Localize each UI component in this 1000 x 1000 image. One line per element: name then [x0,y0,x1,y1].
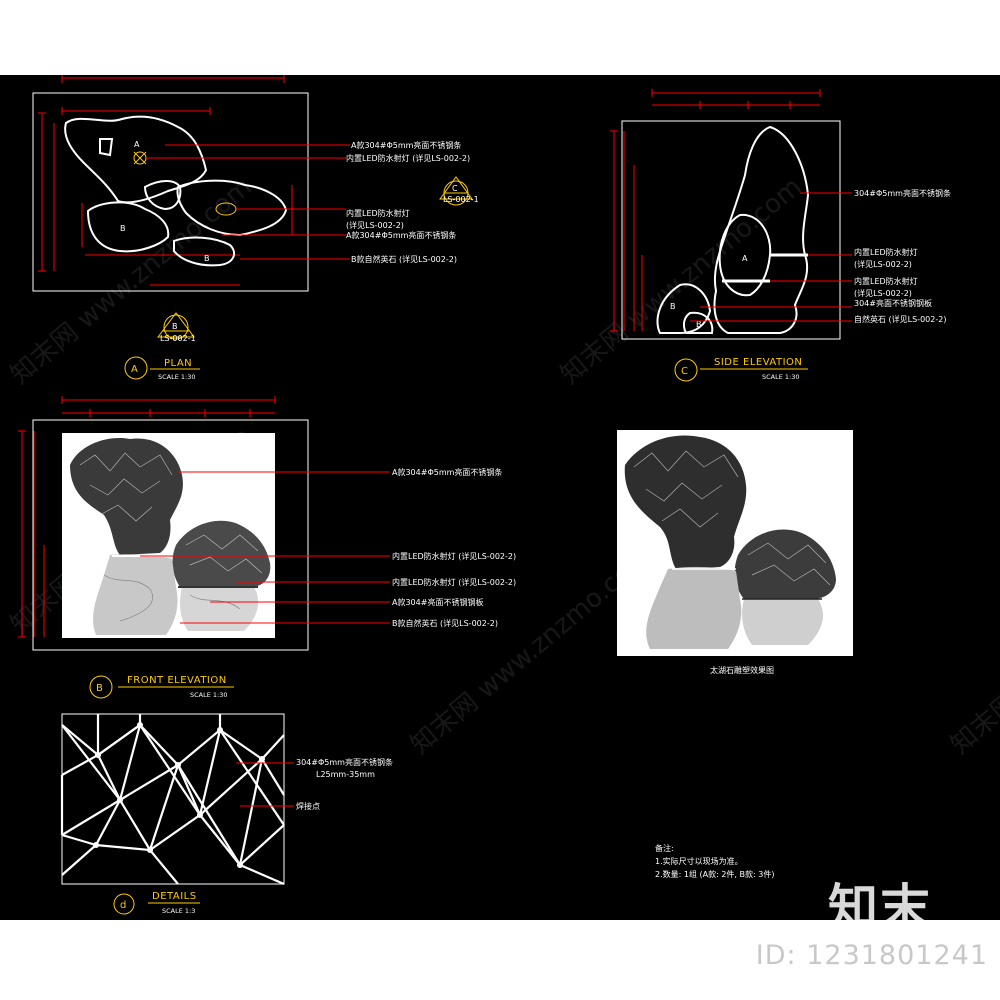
cad-drawing-sheet: 知末网 www.znzmo.com 知末网 www.znzmo.com 知末网 … [0,75,1000,920]
front-callout-1: A款304#Φ5mm亮面不锈钢条 [392,467,502,477]
plan-section-mark-b: B LS-002-1 [157,312,196,343]
side-rock-label-b1: B [670,302,676,311]
details-callouts: 304#Φ5mm亮面不锈钢条 L25mm-35mm 焊接点 [296,757,393,811]
render-rock-tall [624,435,747,569]
details-callout-1: 304#Φ5mm亮面不锈钢条 [296,757,393,767]
page-footer [0,920,1000,1000]
plan-dimensions [38,75,293,286]
render-caption: 太湖石雕塑效果图 [710,665,774,675]
render-rock-wide [734,529,836,599]
plan-title: PLAN [164,358,192,369]
sculpture-render: 太湖石雕塑效果图 [617,430,853,675]
plan-scale: SCALE 1:30 [158,373,196,381]
details-title: DETAILS [152,891,197,902]
side-callout-1: 304#Φ5mm亮面不锈钢条 [854,188,951,198]
plan-title-block: A PLAN SCALE 1:30 [124,356,200,381]
details-marker: d [120,900,127,911]
plan-callout-6: B款自然英石 (详见LS-002-2) [351,254,457,264]
side-rock-label-a: A [742,254,748,263]
plan-callout-1: A款304#Φ5mm亮面不锈钢条 [351,140,461,150]
notes-heading: 备注: [655,843,674,853]
plan-callout-4: (详见LS-002-2) [346,220,404,230]
render-rock-base-right [742,599,823,645]
side-rock-label-b2: B [696,320,702,329]
side-callout-7: 自然英石 (详见LS-002-2) [854,314,946,324]
side-rock-outlines [656,125,810,334]
side-marker: C [681,366,688,377]
side-callout-5: (详见LS-002-2) [854,288,912,298]
plan-rock-outlines [64,115,288,267]
side-frame [621,120,841,340]
plan-leaders [146,144,350,260]
details-frame [61,713,285,885]
front-leaders [140,471,390,624]
details-callout-2: L25mm-35mm [316,770,375,779]
notes-line-2: 2.数量: 1组 (A款: 2件, B款: 3件) [655,869,774,879]
side-leaders [690,192,852,322]
plan-callout-2: 内置LED防水射灯 (详见LS-002-2) [346,153,470,163]
details-weld-points [93,722,265,868]
plan-frame [32,92,309,292]
front-elevation-view: A款304#Φ5mm亮面不锈钢条 内置LED防水射灯 (详见LS-002-2) … [18,396,516,699]
front-marker: B [96,683,103,694]
details-view: 304#Φ5mm亮面不锈钢条 L25mm-35mm 焊接点 d DETAILS … [60,713,393,915]
plan-rock-label-a: A [134,140,140,149]
image-id-label: ID: 1231801241 [755,940,988,971]
front-frame [32,419,309,651]
front-callout-3: 内置LED防水射灯 (详见LS-002-2) [392,577,516,587]
details-title-block: d DETAILS SCALE 1:3 [113,891,200,915]
side-title-block: C SIDE ELEVATION SCALE 1:30 [674,357,808,382]
front-scale: SCALE 1:30 [190,691,228,699]
front-callout-4: A款304#亮面不锈钢钢板 [392,597,483,607]
watermark-brand: 知末 [828,878,932,937]
plan-rock-label-b1: B [120,224,126,233]
render-rock-base-left [646,566,742,649]
side-callout-4: 内置LED防水射灯 [854,276,918,286]
render-rock-texture [633,450,831,586]
front-rock-texture [70,438,271,635]
side-title: SIDE ELEVATION [714,357,802,368]
plan-callout-5: A款304#Φ5mm亮面不锈钢条 [346,230,456,240]
svg-text:C: C [452,184,458,193]
svg-text:LS-002-1: LS-002-1 [443,195,479,204]
svg-text:LS-002-1: LS-002-1 [160,334,196,343]
plan-view: A B B A款304#Φ5mm亮面不锈钢条 内置LED防水射灯 (详见LS-0… [32,75,479,381]
side-scale: SCALE 1:30 [762,373,800,381]
notes-line-1: 1.实际尺寸以现场为准。 [655,856,743,866]
side-dimensions [610,89,821,332]
svg-text:B: B [172,322,178,331]
details-scale: SCALE 1:3 [162,907,195,915]
front-callout-2: 内置LED防水射灯 (详见LS-002-2) [392,551,516,561]
side-callout-2: 内置LED防水射灯 [854,247,918,257]
front-title-block: B FRONT ELEVATION SCALE 1:30 [89,675,234,699]
details-callout-3: 焊接点 [296,801,320,811]
side-callout-3: (详见LS-002-2) [854,259,912,269]
plan-marker: A [131,364,138,375]
side-elevation-view: A B B 304#Φ5mm亮面不锈钢条 内置LED防水射灯 (详见LS-002… [610,89,951,382]
plan-callouts: A款304#Φ5mm亮面不锈钢条 内置LED防水射灯 (详见LS-002-2) … [346,140,470,264]
side-callout-6: 304#亮面不锈钢钢板 [854,298,932,308]
watermark-site-5: 知末网 www.znzmo.com [945,542,1000,761]
plan-callout-3: 内置LED防水射灯 [346,208,410,218]
front-title: FRONT ELEVATION [127,675,227,686]
details-leaders [236,762,294,807]
notes-block: 备注: 1.实际尺寸以现场为准。 2.数量: 1组 (A款: 2件, B款: 3… [655,843,774,879]
front-callouts: A款304#Φ5mm亮面不锈钢条 内置LED防水射灯 (详见LS-002-2) … [392,467,516,628]
front-dimensions [18,396,276,638]
side-callouts: 304#Φ5mm亮面不锈钢条 内置LED防水射灯 (详见LS-002-2) 内置… [854,188,951,324]
front-callout-5: B款自然英石 (详见LS-002-2) [392,618,498,628]
plan-section-mark-c: C LS-002-1 [439,176,479,206]
plan-rock-label-b2: B [204,254,210,263]
